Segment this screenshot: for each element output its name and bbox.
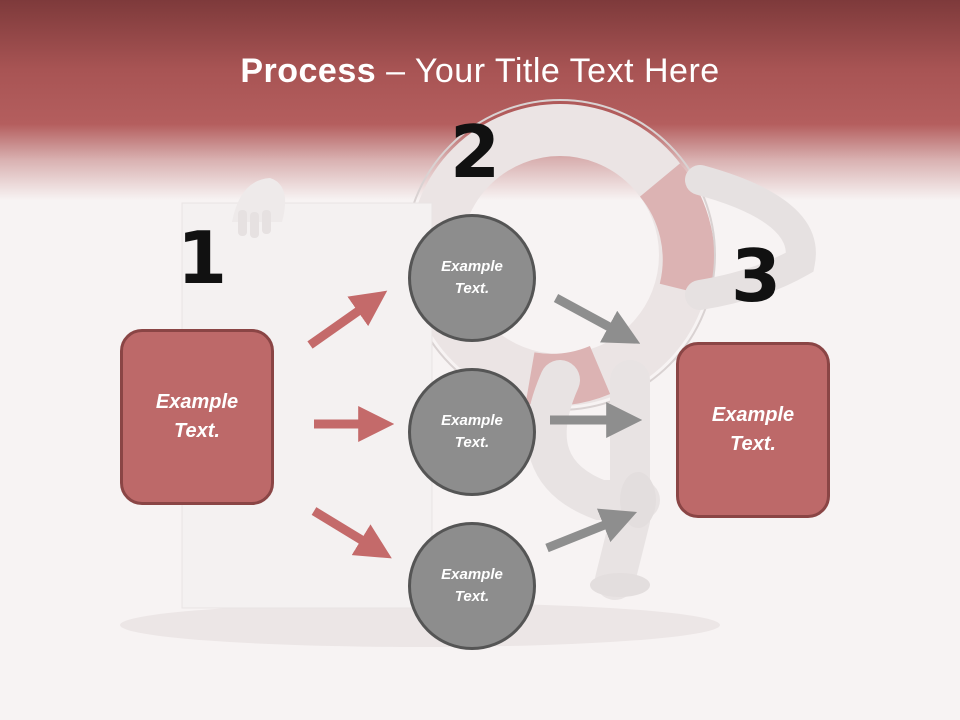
right-text-box: Example Text. [676, 342, 830, 518]
circle-top: Example Text. [408, 214, 536, 342]
life-ring-stripe [639, 163, 715, 297]
red-arrow-up [307, 290, 388, 349]
left-text-box: Example Text. [120, 329, 274, 505]
step-number-2: 2 [450, 110, 501, 194]
gray-arrow-down [553, 294, 641, 344]
step-number-3: 3 [731, 234, 782, 318]
circle-middle: Example Text. [408, 368, 536, 496]
circle-bottom-label: Example Text. [441, 565, 503, 606]
red-arrow-down [311, 507, 392, 559]
left-box-label: Example Text. [155, 391, 239, 442]
floor-shadow [120, 603, 720, 647]
step-number-1: 1 [177, 216, 228, 300]
title-bold: Process [240, 52, 377, 90]
slide-title: Process – Your Title Text Here [0, 52, 960, 91]
circle-bottom: Example Text. [408, 522, 536, 650]
circle-middle-label: Example Text. [441, 411, 503, 452]
pointing-arm [685, 165, 816, 310]
title-rest: – Your Title Text Here [376, 52, 720, 90]
right-box-label: Example Text. [711, 404, 795, 455]
gray-arrow-up [545, 508, 638, 553]
circle-top-label: Example Text. [441, 257, 503, 298]
figure-leg [526, 360, 660, 520]
figure-foot [590, 573, 650, 597]
